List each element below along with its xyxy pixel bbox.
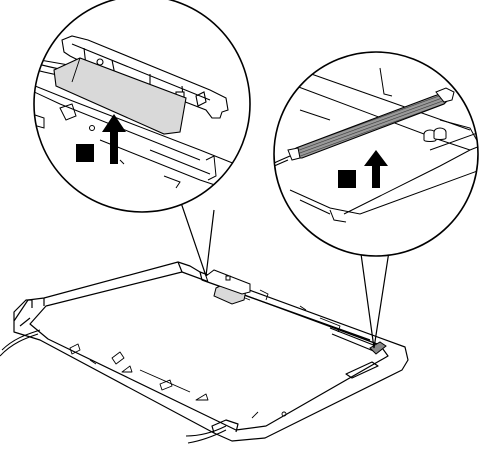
lcd-rear-cover: [0, 262, 408, 443]
right-callout: [248, 52, 480, 256]
left-step-marker-square: [76, 144, 94, 162]
left-callout: [20, 0, 250, 212]
right-screw-posts: [424, 128, 446, 142]
right-step-marker-square: [338, 170, 356, 188]
